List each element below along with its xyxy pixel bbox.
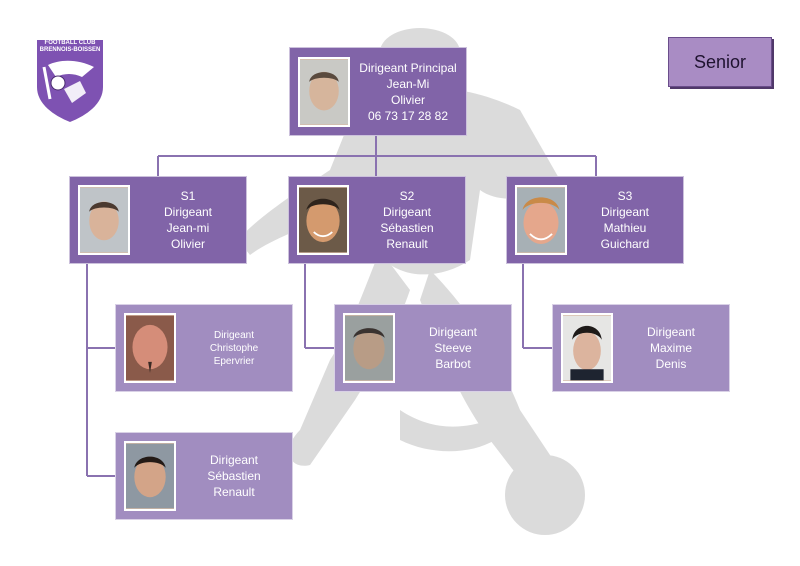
card-s2-member-1-info: Dirigeant Steeve Barbot: [395, 324, 511, 372]
club-shield-icon: [35, 38, 105, 125]
person-photo: [298, 56, 350, 127]
s2-line-3: Renault: [386, 237, 428, 251]
person-photo-icon: [345, 315, 393, 381]
club-logo: FOOTBALL CLUB BRENNOIS-BOISSEN: [34, 37, 106, 125]
s1-member-2-line-2: Renault: [213, 485, 255, 499]
card-s1-member-1-info: Dirigeant Christophe Epervrier: [176, 329, 292, 368]
card-principal: Dirigeant Principal Jean-Mi Olivier 06 7…: [289, 47, 467, 136]
s3-line-2: Mathieu: [603, 221, 647, 235]
s2-member-1-line-0: Dirigeant: [428, 325, 478, 339]
s3-member-1-line-2: Denis: [655, 357, 687, 371]
person-photo-icon: [563, 315, 611, 381]
card-s2-info: S2 Dirigeant Sébastien Renault: [349, 188, 465, 252]
s1-member-1-line-2: Epervrier: [213, 355, 255, 367]
card-s1: S1 Dirigeant Jean-mi Olivier: [69, 176, 247, 264]
person-photo-icon: [517, 187, 565, 253]
person-photo: [515, 185, 567, 255]
s1-member-1-line-1: Christophe: [209, 342, 259, 354]
s2-member-1-line-2: Barbot: [435, 357, 471, 371]
card-s3-member-1: Dirigeant Maxime Denis: [552, 304, 730, 392]
s1-line-0: S1: [180, 189, 196, 203]
card-s3: S3 Dirigeant Mathieu Guichard: [506, 176, 684, 264]
principal-line-lastname: Olivier: [390, 92, 425, 107]
person-photo: [124, 441, 176, 511]
card-s1-member-1: Dirigeant Christophe Epervrier: [115, 304, 293, 392]
person-photo-icon: [126, 443, 174, 509]
card-s3-member-1-info: Dirigeant Maxime Denis: [613, 324, 729, 372]
person-photo: [124, 313, 176, 383]
s1-line-3: Olivier: [170, 237, 205, 251]
person-photo-icon: [126, 315, 174, 381]
s3-line-3: Guichard: [600, 237, 650, 251]
person-photo: [343, 313, 395, 383]
principal-line-phone: 06 73 17 28 82: [367, 108, 449, 123]
s3-line-1: Dirigeant: [600, 205, 650, 219]
s2-line-2: Sébastien: [380, 221, 434, 235]
principal-line-firstname: Jean-Mi: [386, 76, 430, 91]
principal-line-role: Dirigeant Principal: [359, 60, 457, 75]
card-s2-member-1: Dirigeant Steeve Barbot: [334, 304, 512, 392]
person-photo: [78, 185, 130, 255]
card-s1-member-2-info: Dirigeant Sébastien Renault: [176, 452, 292, 500]
person-photo: [561, 313, 613, 383]
card-principal-info: Dirigeant Principal Jean-Mi Olivier 06 7…: [350, 60, 466, 124]
card-s1-member-2: Dirigeant Sébastien Renault: [115, 432, 293, 520]
person-photo-icon: [299, 187, 347, 253]
s2-member-1-line-1: Steeve: [434, 341, 472, 355]
club-logo-line2: BRENNOIS-BOISSEN: [39, 47, 101, 53]
card-s3-info: S3 Dirigeant Mathieu Guichard: [567, 188, 683, 252]
s3-line-0: S3: [617, 189, 633, 203]
s1-member-1-line-0: Dirigeant: [213, 329, 255, 341]
s3-member-1-line-0: Dirigeant: [646, 325, 696, 339]
card-s1-info: S1 Dirigeant Jean-mi Olivier: [130, 188, 246, 252]
person-photo-icon: [80, 187, 128, 253]
s2-line-0: S2: [399, 189, 415, 203]
s2-line-1: Dirigeant: [382, 205, 432, 219]
category-label: Senior: [668, 37, 772, 87]
person-photo: [297, 185, 349, 255]
s1-line-2: Jean-mi: [166, 221, 210, 235]
s1-member-2-line-1: Sébastien: [207, 469, 261, 483]
s1-member-2-line-0: Dirigeant: [209, 453, 259, 467]
s3-member-1-line-1: Maxime: [649, 341, 692, 355]
person-photo-icon: [300, 59, 348, 124]
club-logo-line1: FOOTBALL CLUB: [44, 40, 96, 46]
card-s2: S2 Dirigeant Sébastien Renault: [288, 176, 466, 264]
s1-line-1: Dirigeant: [163, 205, 213, 219]
